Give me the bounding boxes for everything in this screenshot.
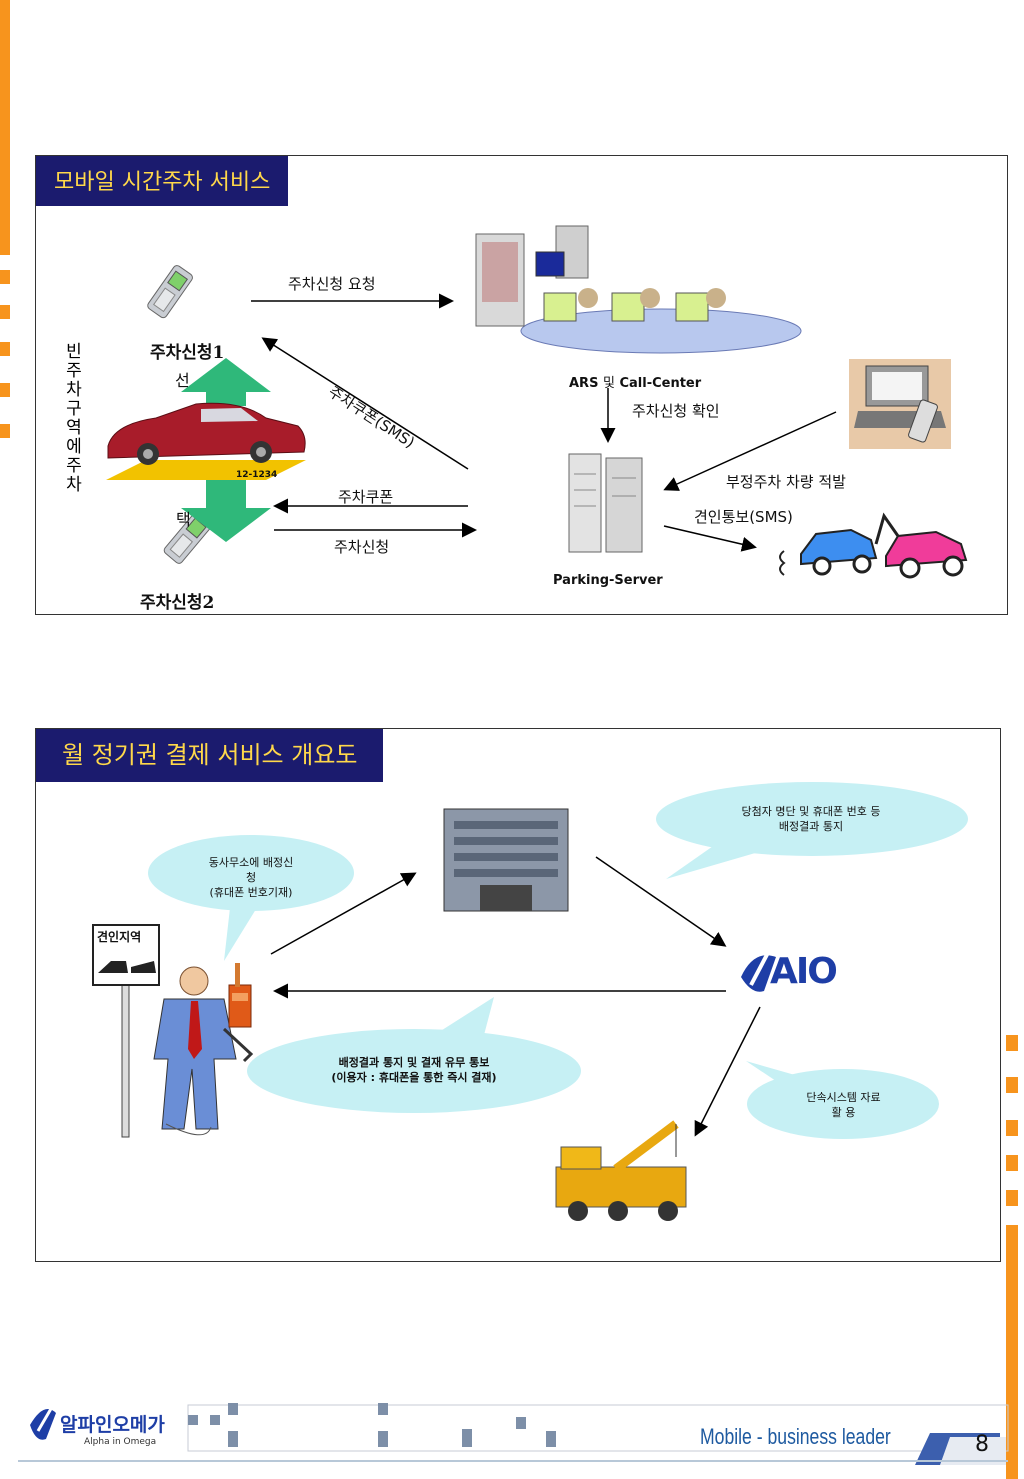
system-arrow bbox=[694, 1006, 761, 1137]
mobile-phone-icon bbox=[163, 512, 212, 564]
left-accent-square bbox=[0, 270, 10, 284]
laptop-pda-icon bbox=[849, 359, 951, 449]
footer-grid-pattern bbox=[187, 1404, 1009, 1452]
select-up-arrow bbox=[181, 358, 271, 406]
right-accent-square bbox=[1006, 1120, 1018, 1136]
server-label: Parking-Server bbox=[553, 573, 663, 588]
right-accent-square bbox=[1006, 1155, 1018, 1171]
payment-terminal-icon bbox=[228, 963, 252, 1028]
monthly-pass-panel: 월 정기권 결제 서비스 개요도 bbox=[35, 728, 1001, 1262]
coupon-label: 주차쿠폰 bbox=[338, 488, 394, 506]
company-name: 알파인오메가 bbox=[60, 1414, 165, 1436]
red-car-icon bbox=[107, 402, 306, 465]
tow-truck-icon bbox=[779, 512, 968, 579]
mobile-parking-diagram bbox=[106, 225, 968, 579]
footer-divider bbox=[18, 1460, 1008, 1462]
arrow-up-text: 선 bbox=[175, 371, 190, 390]
left-accent-square bbox=[0, 342, 10, 356]
office-building-icon bbox=[443, 808, 569, 912]
left-accent-square bbox=[0, 305, 10, 319]
footer-banner bbox=[30, 1403, 1009, 1465]
illegal-label: 부정주차 차량 적발 bbox=[726, 473, 846, 491]
footer-tagline: Mobile - business leader bbox=[700, 1424, 891, 1449]
right-accent-square bbox=[1006, 1190, 1018, 1206]
speech-bubble bbox=[247, 997, 581, 1113]
tow-label: 견인통보(SMS) bbox=[694, 508, 793, 526]
crane-truck-icon bbox=[555, 1120, 687, 1221]
tow-zone-sign bbox=[92, 924, 160, 1138]
panel-title: 월 정기권 결제 서비스 개요도 bbox=[36, 729, 384, 782]
phone1-label: 주차신청1 bbox=[150, 343, 225, 363]
arrow-down-text: 택 bbox=[176, 510, 191, 529]
ars-call-center-icon bbox=[475, 225, 802, 354]
tow-zone-sign-text: 견인지역 bbox=[97, 930, 142, 944]
right-accent-square bbox=[1006, 1035, 1018, 1051]
speech-bubble bbox=[148, 835, 354, 961]
left-accent-square bbox=[0, 383, 10, 397]
company-logo-icon bbox=[30, 1406, 56, 1440]
left-accent-bar bbox=[0, 0, 10, 255]
monthly-pass-diagram bbox=[92, 782, 968, 1221]
right-accent-bar bbox=[1006, 1225, 1018, 1479]
aio-logo bbox=[741, 946, 776, 992]
tow-arrow bbox=[663, 525, 757, 552]
left-accent-square bbox=[0, 424, 10, 438]
coupon-sms-arrow bbox=[261, 337, 469, 470]
request-label: 주차신청 요청 bbox=[288, 275, 376, 293]
apply-label: 주차신청 bbox=[334, 538, 390, 556]
right-accent-square bbox=[1006, 1077, 1018, 1093]
business-man-icon bbox=[153, 966, 254, 1136]
ars-label: ARS 및 Call-Center bbox=[569, 376, 702, 391]
bubble-result-text: 배정결과 통지 및 결재 유무 통보(이용자 : 휴대폰을 통한 즉시 결재) bbox=[331, 1056, 497, 1084]
apply-office-arrow bbox=[270, 872, 417, 955]
speech-bubble bbox=[746, 1061, 939, 1139]
phone2-label: 주차신청2 bbox=[140, 593, 215, 613]
license-plate: 12-1234 bbox=[236, 470, 278, 480]
company-subname: Alpha in Omega bbox=[84, 1437, 157, 1447]
illegal-arrow bbox=[663, 411, 837, 491]
mobile-phone-icon bbox=[147, 265, 193, 319]
page-number: 8 bbox=[975, 1432, 989, 1457]
confirm-label: 주차신청 확인 bbox=[632, 402, 720, 420]
speech-bubble bbox=[656, 782, 968, 879]
select-down-arrow bbox=[181, 478, 271, 542]
notify-arrow bbox=[595, 856, 727, 947]
mobile-parking-panel: 모바일 시간주차 서비스 bbox=[35, 155, 1008, 615]
parking-server-icon bbox=[568, 453, 643, 553]
panel-title: 모바일 시간주차 서비스 bbox=[36, 156, 289, 206]
parking-spot-base bbox=[106, 460, 306, 480]
aio-logo-text: AIO bbox=[770, 951, 838, 992]
